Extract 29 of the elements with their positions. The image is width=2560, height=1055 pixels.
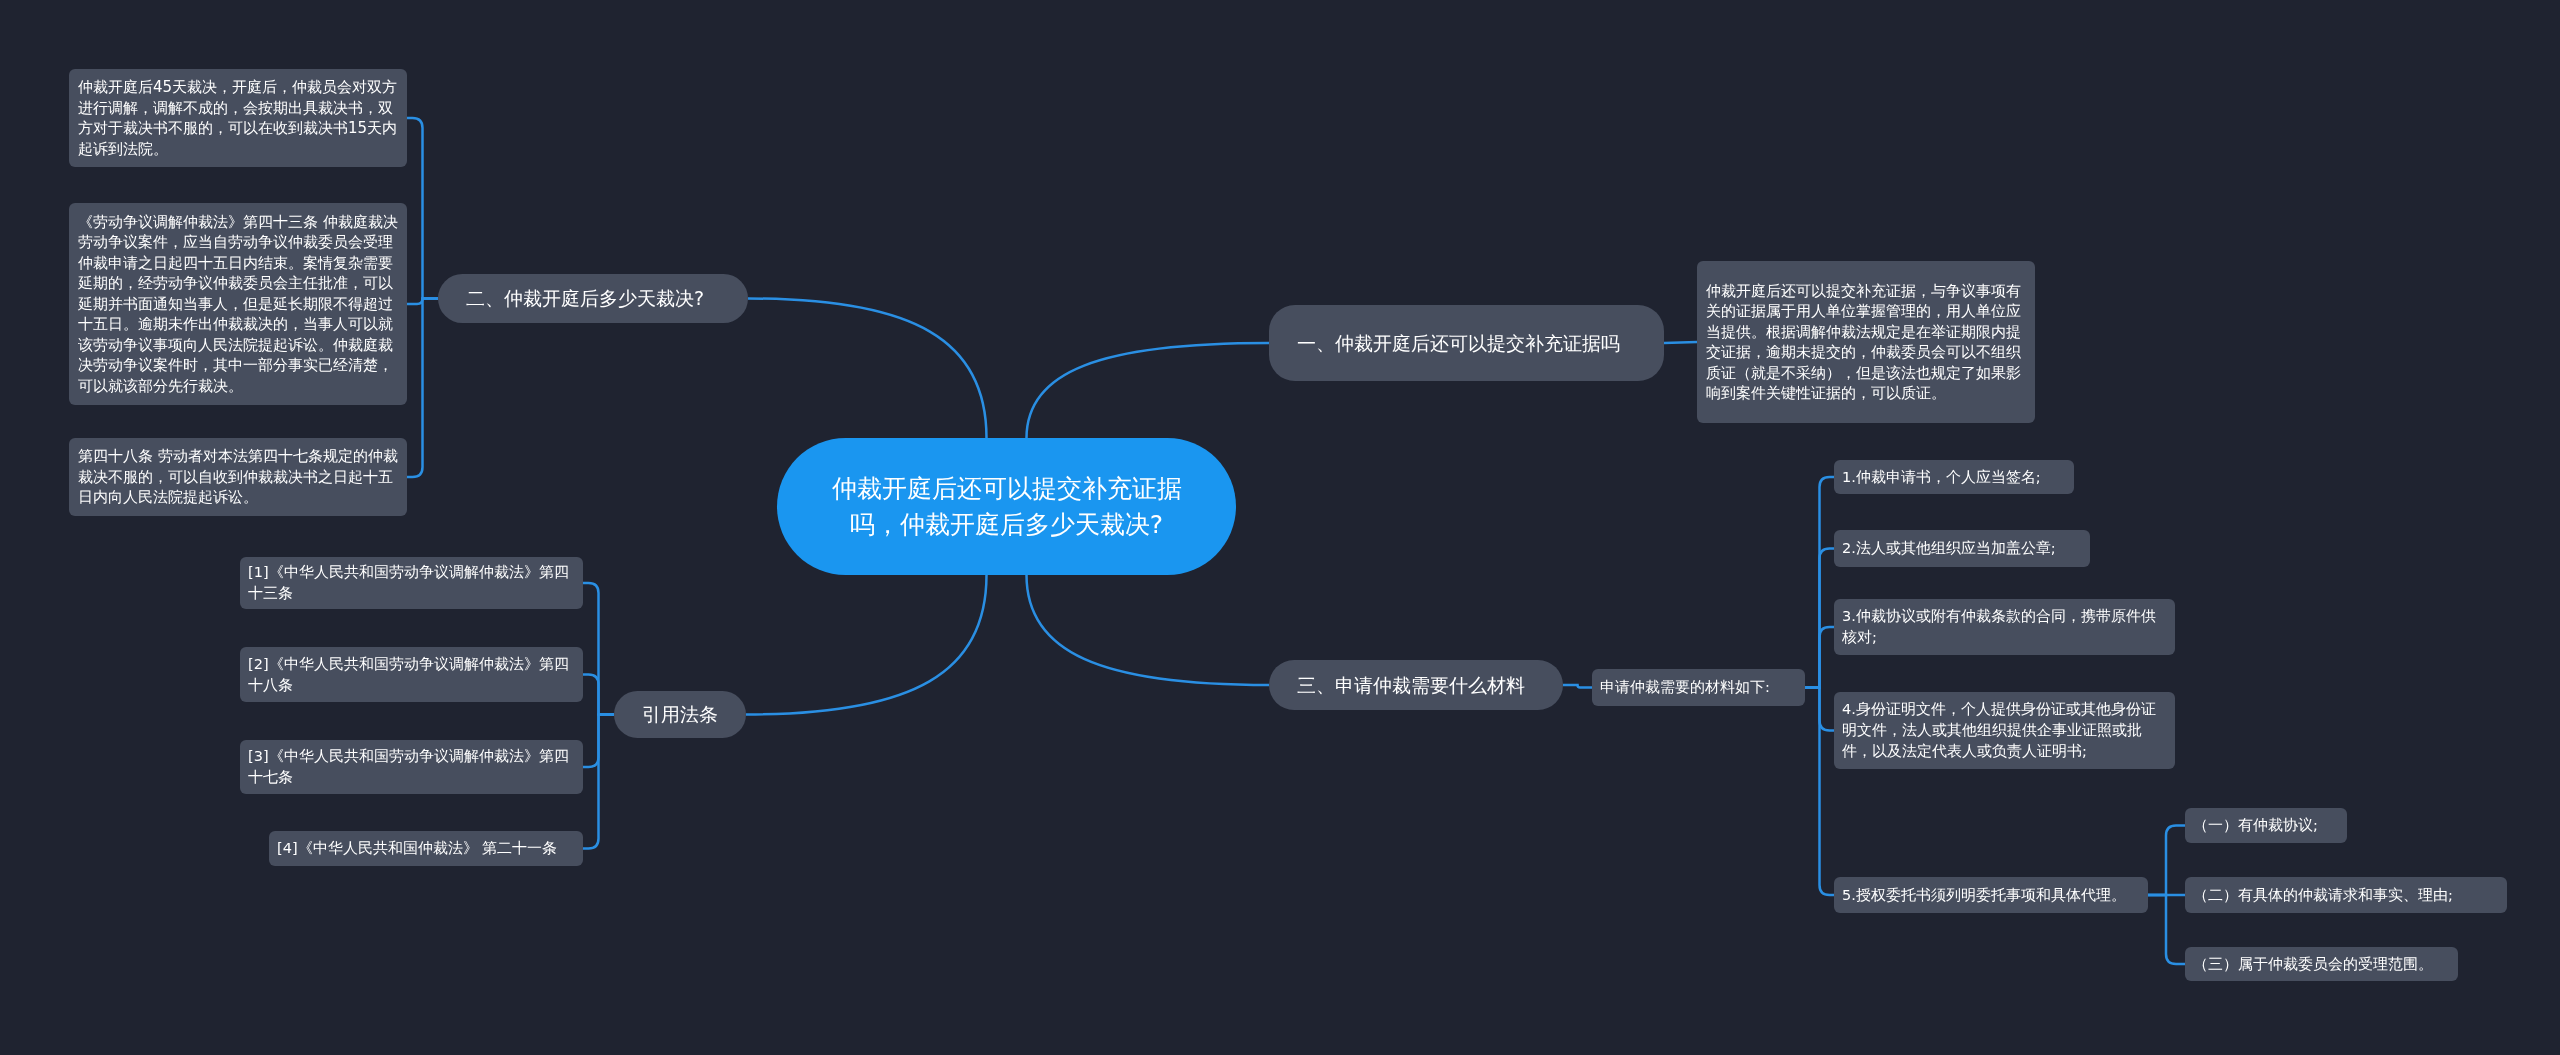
item-box: 1.仲裁申请书，个人应当签名; xyxy=(1834,460,2074,494)
connector-line xyxy=(747,297,988,439)
note-box: 第四十八条 劳动者对本法第四十七条规定的仲裁裁决不服的，可以自收到仲裁裁决书之日起十五日内向人民法院提起诉讼。 xyxy=(69,438,407,516)
topic-box: 一、仲裁开庭后还可以提交补充证据吗 xyxy=(1269,305,1664,381)
note-box: 仲裁开庭后还可以提交补充证据，与争议事项有关的证据属于用人单位掌握管理的，用人单位应当提供。根据调解仲裁法规定是在举证期限内提交证据，逾期未提交的，仲裁委员会可以不组织质证（就是不采纳），但是该法也规定了如果影响到案件关键性证据的，可以质证。 xyxy=(1697,261,2035,423)
topic-box: 引用法条 xyxy=(614,691,746,738)
note-box: 仲裁开庭后45天裁决，开庭后，仲裁员会对双方进行调解，调解不成的，会按期出具裁决书，双方对于裁决书不服的，可以在收到裁决书15天内起诉到法院。 xyxy=(69,69,407,167)
reference-box: [3]《中华人民共和国劳动争议调解仲裁法》第四十七条 xyxy=(240,740,583,794)
item-box: 申请仲裁需要的材料如下: xyxy=(1592,669,1805,706)
central-topic: 仲裁开庭后还可以提交补充证据吗，仲裁开庭后多少天裁决? xyxy=(777,438,1236,575)
item-box: 2.法人或其他组织应当加盖公章; xyxy=(1834,530,2090,567)
connector-line xyxy=(1025,341,1269,439)
item-box: 3.仲裁协议或附有仲裁条款的合同，携带原件供核对; xyxy=(1834,599,2175,655)
reference-box: [1]《中华人民共和国劳动争议调解仲裁法》第四十三条 xyxy=(240,557,583,609)
item-box: （三）属于仲裁委员会的受理范围。 xyxy=(2185,947,2458,981)
reference-box: [2]《中华人民共和国劳动争议调解仲裁法》第四十八条 xyxy=(240,647,583,702)
connector-line xyxy=(1563,683,1592,689)
item-box: （二）有具体的仲裁请求和事实、理由; xyxy=(2185,877,2507,913)
connector-line xyxy=(745,574,988,716)
note-box: 《劳动争议调解仲裁法》第四十三条 仲裁庭裁决劳动争议案件，应当自劳动争议仲裁委员会受理仲裁申请之日起四十五日内结束。案情复杂需要延期的，经劳动争议仲裁委员会主任批准，可以延期并书面通知当事人，但是延长期限不得超过十五日。逾期未作出仲裁裁决的，当事人可以就该劳动争议事项向人民法院提起诉讼。仲裁庭裁决劳动争议案件时，其中一部分事实已经清楚，可以就该部分先行裁决。 xyxy=(69,203,407,405)
connector-line xyxy=(1025,574,1270,687)
topic-box: 二、仲裁开庭后多少天裁决? xyxy=(438,274,748,323)
topic-box: 三、申请仲裁需要什么材料 xyxy=(1269,660,1563,710)
connector-line xyxy=(1663,340,1698,345)
item-box: 5.授权委托书须列明委托事项和具体代理。 xyxy=(1834,877,2148,913)
item-box: 4.身份证明文件，个人提供身份证或其他身份证明文件，法人或其他组织提供企事业证照或批件，以及法定代表人或负责人证明书; xyxy=(1834,692,2175,769)
reference-box: [4]《中华人民共和国仲裁法》 第二十一条 xyxy=(269,831,583,866)
item-box: （一）有仲裁协议; xyxy=(2185,808,2347,843)
connector-line xyxy=(2148,893,2185,966)
